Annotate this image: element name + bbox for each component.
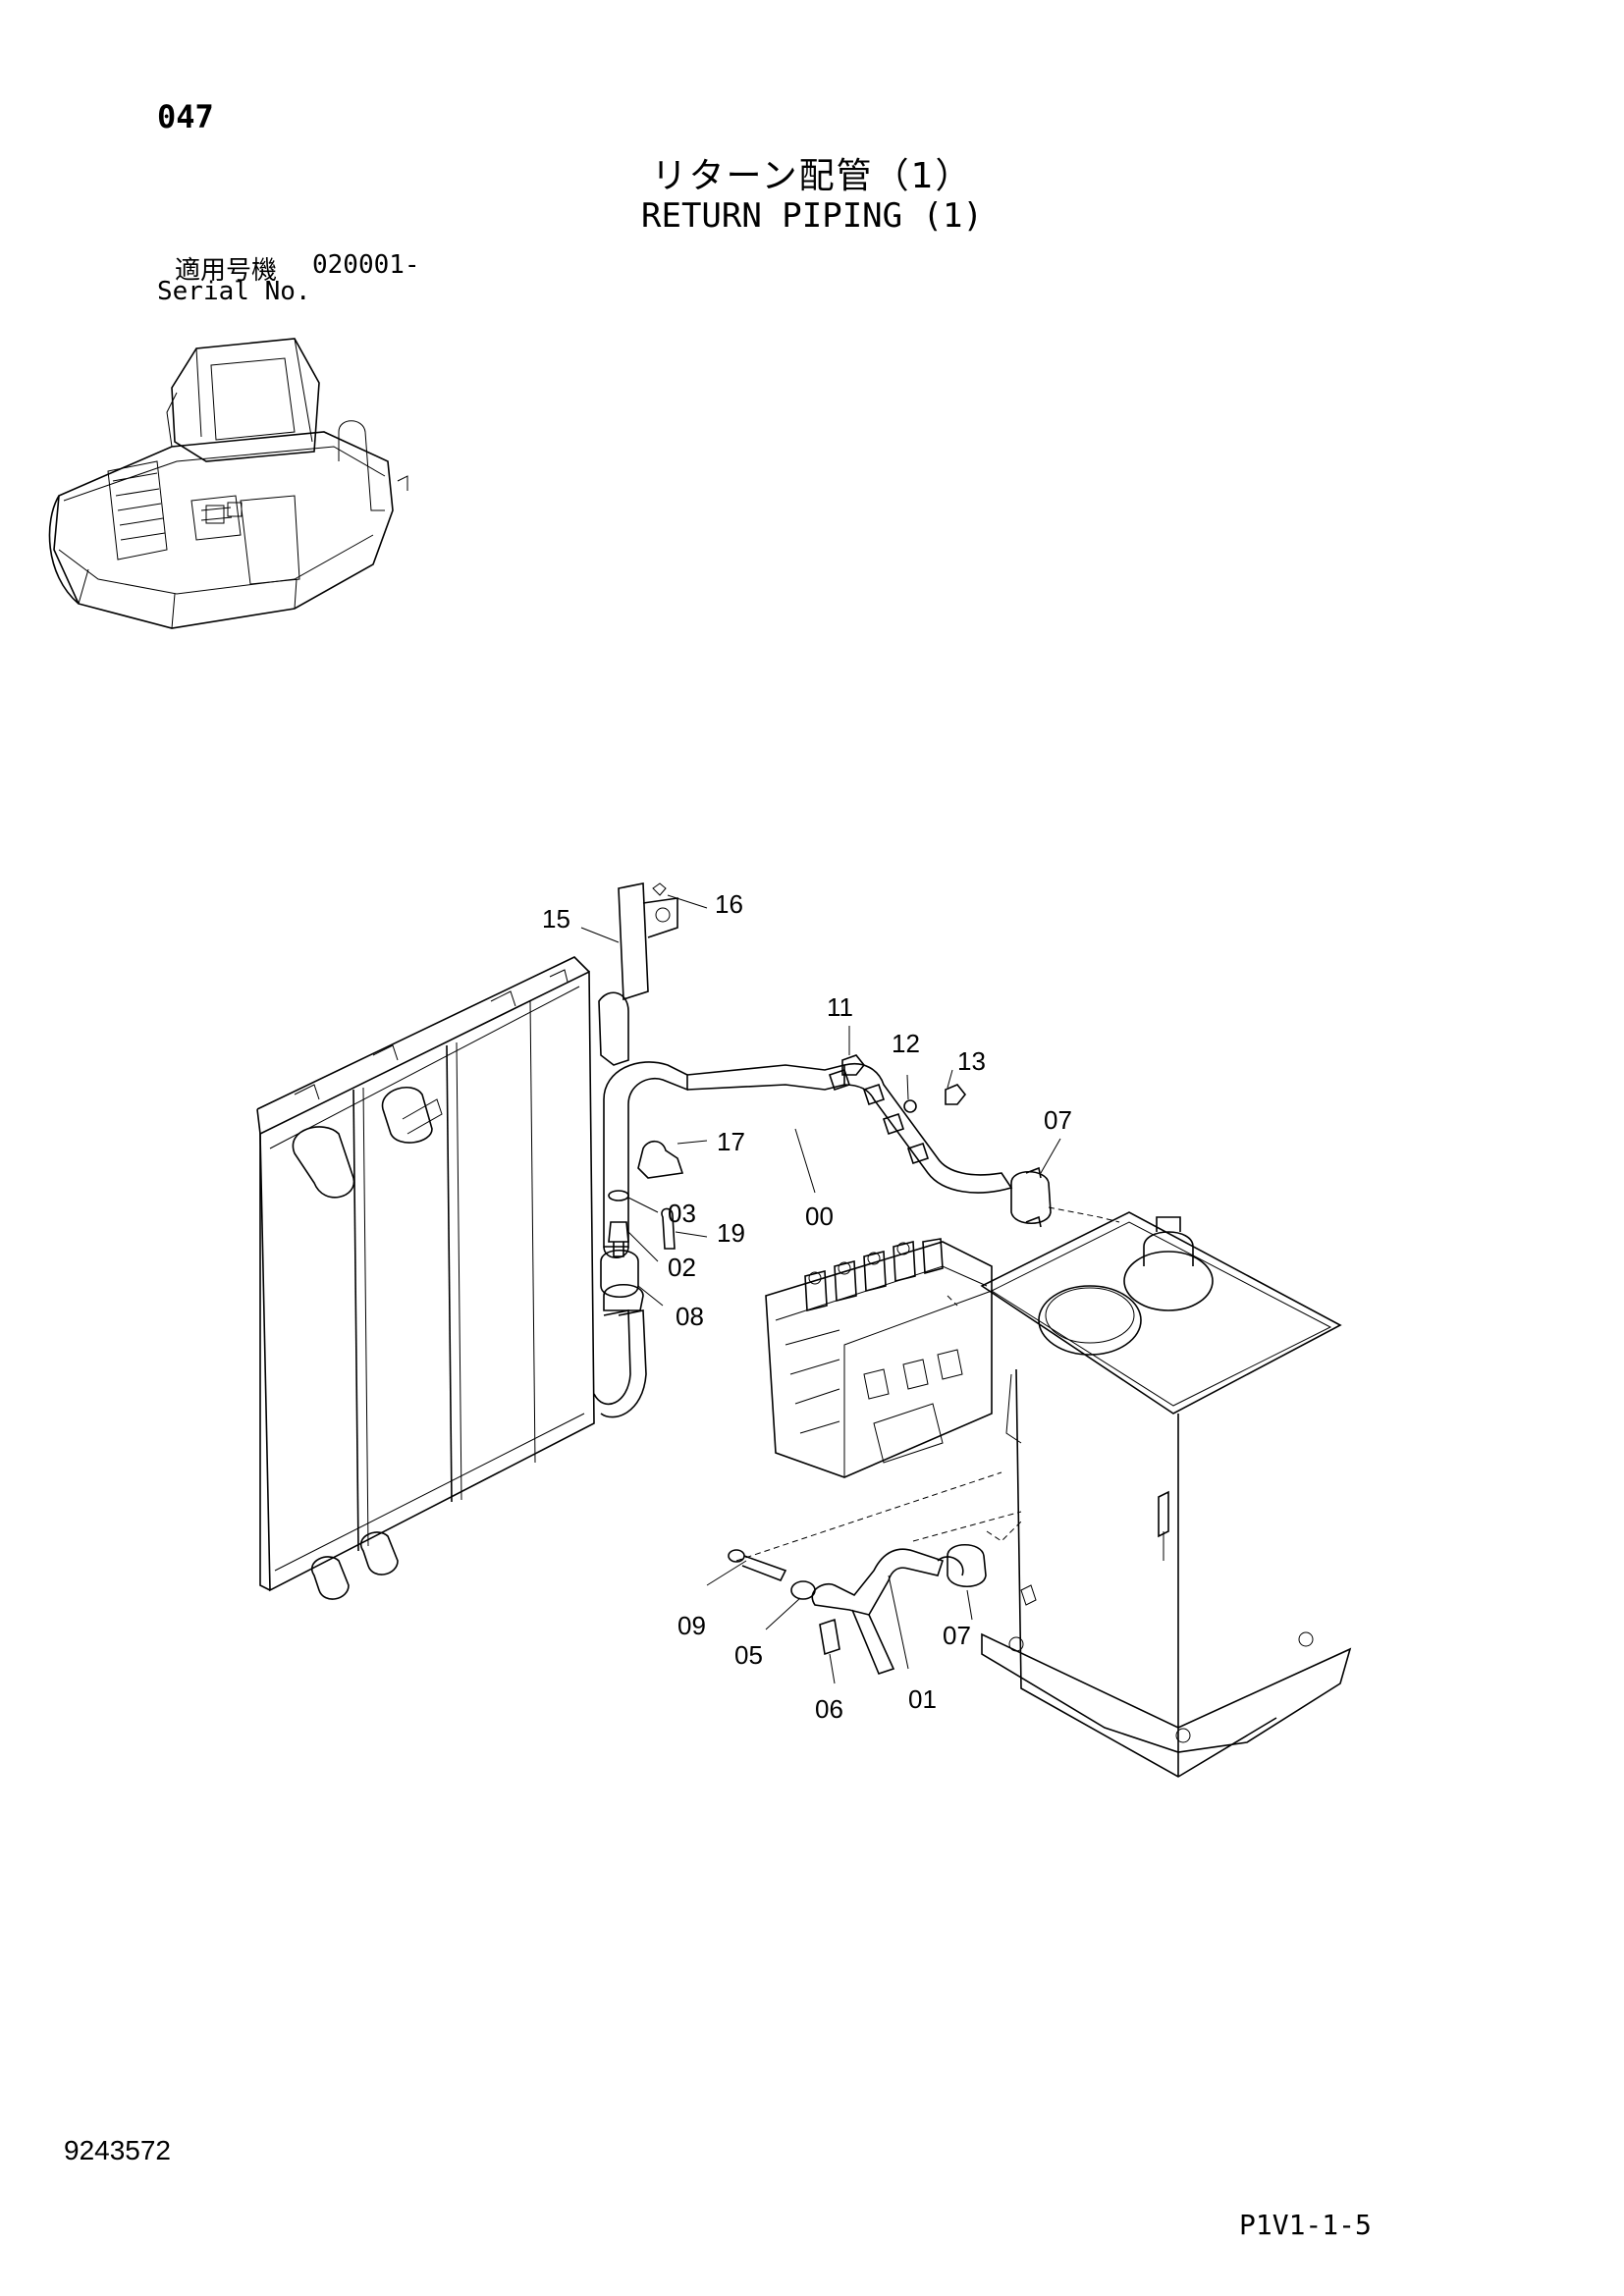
callout-06: 06 [815, 1694, 843, 1724]
clamp-17-bolt-19 [637, 1140, 684, 1250]
serial-label-japanese: 適用号機 [175, 256, 278, 286]
callout-01: 01 [908, 1684, 937, 1714]
callout-09: 09 [677, 1611, 706, 1640]
page-title-english: RETURN PIPING (1) [641, 196, 983, 236]
radiator-assembly [256, 956, 647, 1600]
assembly-centerlines [735, 1206, 1120, 1562]
callout-19: 19 [717, 1218, 745, 1248]
callout-00: 00 [805, 1201, 834, 1231]
page-title-japanese: リターン配管（1） [651, 156, 973, 196]
callout-13: 13 [957, 1046, 986, 1076]
callout-12: 12 [892, 1029, 920, 1058]
fittings-11-12-13 [841, 1054, 967, 1113]
callout-05: 05 [734, 1640, 763, 1670]
page-code: P1V1-1-5 [1239, 2209, 1372, 2241]
serial-number-range: 020001- [312, 250, 420, 280]
page-number: 047 [157, 98, 214, 135]
callout-03: 03 [668, 1199, 696, 1228]
machine-location-thumbnail [48, 338, 408, 629]
callout-17: 17 [717, 1127, 745, 1156]
oring-adapter-clamp-stack [600, 1190, 644, 1311]
callout-08: 08 [676, 1302, 704, 1331]
control-valve [765, 1238, 993, 1478]
bracket-15 [618, 882, 678, 1001]
hydraulic-tank [980, 1211, 1352, 1778]
callout-15: 15 [542, 904, 570, 934]
document-number: 9243572 [64, 2135, 172, 2165]
callout-16: 16 [715, 889, 743, 919]
callout-02: 02 [668, 1253, 696, 1282]
callout-leader-lines [580, 894, 1061, 1684]
serial-label-english: Serial No. [157, 277, 311, 306]
callout-07-lower: 07 [943, 1621, 971, 1650]
lower-return-pipe-01 [728, 1544, 987, 1675]
callout-11: 11 [827, 992, 853, 1022]
hose-clamp-07-upper [1010, 1166, 1052, 1228]
callout-07-upper: 07 [1044, 1105, 1072, 1135]
